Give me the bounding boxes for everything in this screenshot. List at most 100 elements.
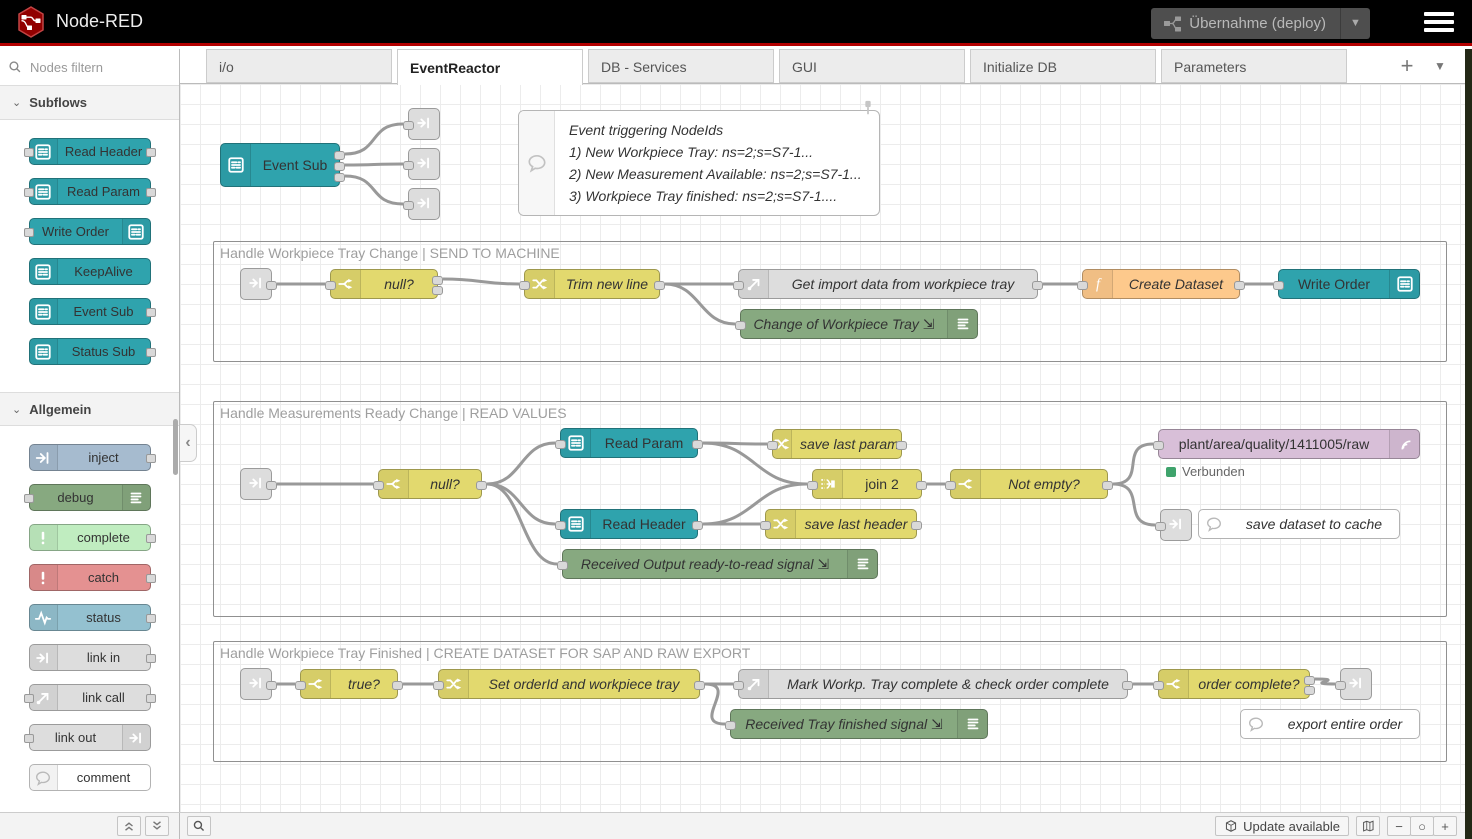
output-port[interactable] (266, 280, 277, 290)
subflow-read-header[interactable]: Read Header (555, 509, 703, 539)
output-port[interactable] (692, 520, 703, 530)
input-port[interactable] (725, 720, 736, 730)
wire[interactable] (486, 482, 558, 566)
input-port[interactable] (23, 734, 34, 743)
output-port[interactable] (694, 680, 705, 690)
palette-node-read-header[interactable]: Read Header (23, 138, 156, 165)
input-port[interactable] (433, 680, 444, 690)
input-port[interactable] (403, 200, 414, 210)
expand-all-button[interactable] (145, 816, 169, 836)
tab-list-caret[interactable]: ▼ (1434, 59, 1446, 73)
input-port[interactable] (325, 280, 336, 290)
wire[interactable] (1112, 482, 1156, 527)
link-out-node[interactable] (403, 188, 440, 220)
output-port[interactable] (145, 534, 156, 543)
link-in-node[interactable] (240, 668, 277, 700)
collapse-all-button[interactable] (117, 816, 141, 836)
palette-category-allgemein[interactable]: ⌄Allgemein (0, 392, 179, 426)
wire[interactable] (344, 162, 404, 167)
comment-node[interactable]: export entire order (1240, 709, 1420, 739)
input-port[interactable] (760, 520, 771, 530)
deploy-options-caret[interactable]: ▼ (1340, 8, 1370, 39)
input-port[interactable] (767, 440, 778, 450)
switch-node[interactable]: null? (325, 269, 443, 299)
output-port[interactable] (911, 520, 922, 530)
deploy-button[interactable]: Übernahme (deploy) ▼ (1151, 8, 1370, 39)
output-port[interactable] (1304, 675, 1315, 685)
input-port[interactable] (1153, 440, 1164, 450)
output-port[interactable] (1102, 480, 1113, 490)
zoom-out-button[interactable]: − (1387, 816, 1411, 836)
link-call-node[interactable]: Mark Workp. Tray complete & check order … (733, 669, 1133, 699)
output-port[interactable] (145, 308, 156, 317)
palette-node-status-sub[interactable]: Status Sub (28, 338, 156, 365)
input-port[interactable] (733, 680, 744, 690)
comment-node[interactable]: save dataset to cache (1198, 509, 1400, 539)
input-port[interactable] (555, 439, 566, 449)
debug-node[interactable]: Change of Workpiece Tray ⇲ (735, 309, 978, 339)
output-port[interactable] (654, 280, 665, 290)
input-port[interactable] (23, 494, 34, 503)
output-port[interactable] (334, 150, 345, 160)
palette-node-debug[interactable]: debug (23, 484, 151, 511)
output-port[interactable] (432, 285, 443, 295)
link-call-node[interactable]: Get import data from workpiece tray (733, 269, 1043, 299)
link-in-node[interactable] (240, 468, 277, 500)
palette-category-subflows[interactable]: ⌄Subflows (0, 86, 179, 120)
debug-node[interactable]: Received Output ready-to-read signal ⇲ (557, 549, 878, 579)
output-port[interactable] (145, 694, 156, 703)
input-port[interactable] (1155, 521, 1166, 531)
wire[interactable] (1314, 677, 1336, 686)
palette-node-comment[interactable]: comment (28, 764, 151, 791)
switch-node[interactable]: Not empty? (945, 469, 1113, 499)
output-port[interactable] (334, 172, 345, 182)
palette-node-link-call[interactable]: link call (23, 684, 156, 711)
output-port[interactable] (692, 439, 703, 449)
output-port[interactable] (266, 680, 277, 690)
palette-node-link-out[interactable]: link out (23, 724, 151, 751)
palette-node-link-in[interactable]: link in (28, 644, 156, 671)
input-port[interactable] (807, 480, 818, 490)
flow-group[interactable]: Handle Workpiece Tray Finished | CREATE … (213, 641, 1447, 762)
flow-group[interactable]: Handle Measurements Ready Change | READ … (213, 401, 1447, 617)
output-port[interactable] (145, 654, 156, 663)
join-node[interactable]: join 2 (807, 469, 927, 499)
tab-parameters[interactable]: Parameters (1161, 49, 1347, 83)
input-port[interactable] (403, 160, 414, 170)
input-port[interactable] (557, 560, 568, 570)
zoom-in-button[interactable]: + (1433, 816, 1457, 836)
wire[interactable] (702, 441, 808, 486)
debug-node[interactable]: Received Tray finished signal ⇲ (725, 709, 988, 739)
wire[interactable] (664, 282, 736, 326)
palette-search[interactable] (0, 49, 179, 86)
palette-node-status[interactable]: status (28, 604, 156, 631)
navigator-button[interactable] (1356, 816, 1380, 836)
input-port[interactable] (735, 320, 746, 330)
output-port[interactable] (145, 348, 156, 357)
input-port[interactable] (555, 520, 566, 530)
link-out-node[interactable] (1335, 668, 1372, 700)
palette-node-catch[interactable]: catch (28, 564, 156, 591)
wire[interactable] (486, 482, 556, 526)
wire[interactable] (702, 482, 808, 526)
switch-node[interactable]: null? (373, 469, 487, 499)
change-node[interactable]: Trim new line (519, 269, 665, 299)
palette-scrollbar[interactable] (173, 419, 178, 475)
input-port[interactable] (403, 120, 414, 130)
tab-gui[interactable]: GUI (779, 49, 965, 83)
mqtt-out-node[interactable]: plant/area/quality/1411005/raw (1153, 429, 1420, 459)
wire[interactable] (344, 122, 404, 156)
palette-search-input[interactable] (28, 58, 158, 76)
flow-group[interactable]: Handle Workpiece Tray Change | SEND TO M… (213, 241, 1447, 362)
change-node[interactable]: Set orderId and workpiece tray (433, 669, 705, 699)
flow-canvas[interactable]: Handle Workpiece Tray Change | SEND TO M… (180, 84, 1465, 812)
link-out-node[interactable] (403, 108, 440, 140)
zoom-reset-button[interactable]: ○ (1410, 816, 1434, 836)
link-out-node[interactable] (403, 148, 440, 180)
palette-node-keepalive[interactable]: KeepAlive (28, 258, 151, 285)
input-port[interactable] (945, 480, 956, 490)
tab-eventreactor[interactable]: EventReactor (397, 49, 583, 85)
output-port[interactable] (1304, 685, 1315, 695)
